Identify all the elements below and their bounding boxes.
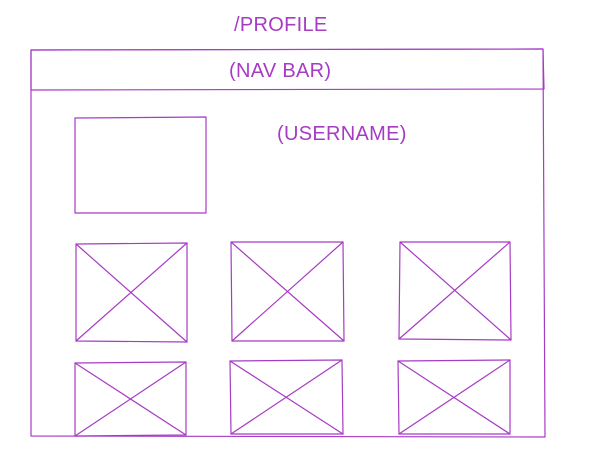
route-label: /PROFILE <box>234 14 328 36</box>
image-placeholder-icon <box>397 359 511 435</box>
username-label: (USERNAME) <box>277 123 407 145</box>
image-placeholder-icon <box>229 359 344 435</box>
image-placeholder-icon <box>230 241 345 342</box>
image-placeholder-icon <box>74 361 187 437</box>
nav-bar <box>30 48 545 91</box>
image-placeholder-icon <box>398 241 512 341</box>
page-frame <box>30 48 546 438</box>
nav-bar-label: (NAV BAR) <box>229 60 332 82</box>
avatar-placeholder <box>74 116 207 214</box>
image-placeholder-icon <box>75 242 188 343</box>
